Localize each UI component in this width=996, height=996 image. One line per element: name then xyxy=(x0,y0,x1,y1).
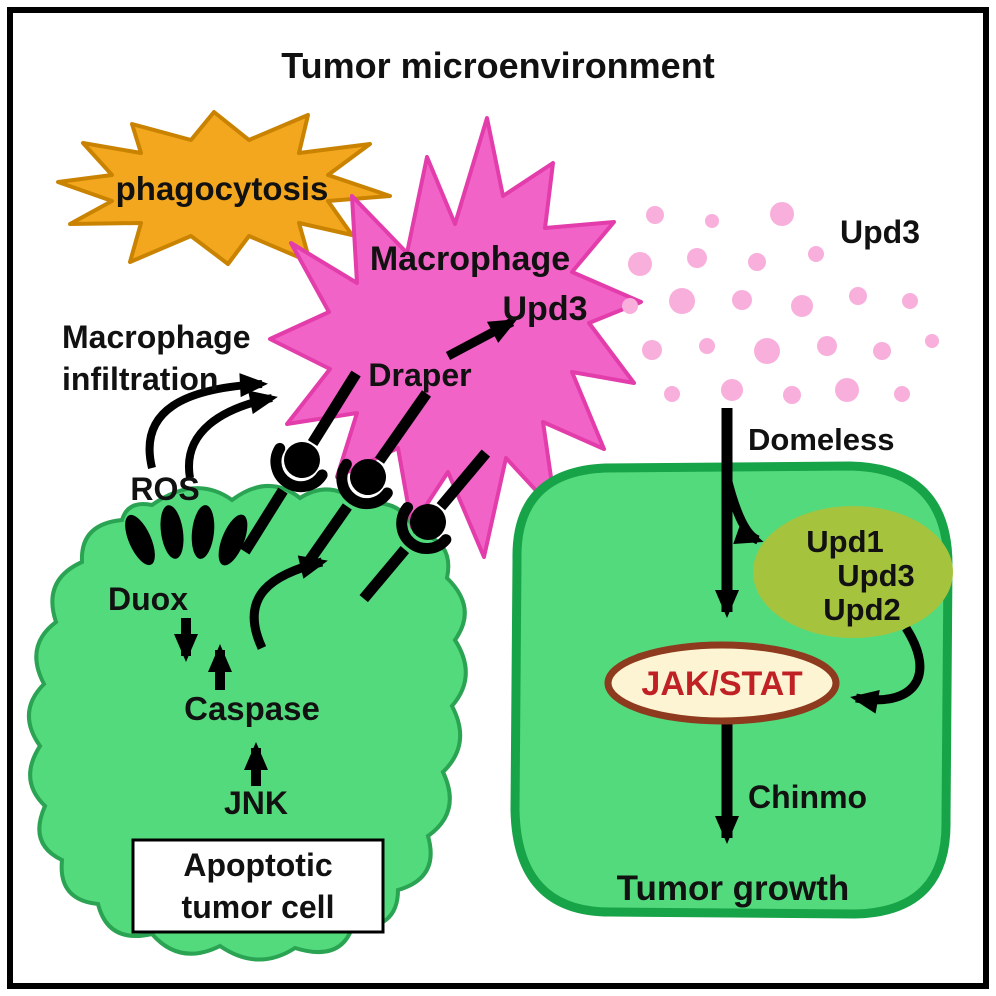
draper-label: Draper xyxy=(368,357,471,393)
phagocytosis-label: phagocytosis xyxy=(116,170,329,207)
apoptotic-label-line1: Apoptotic xyxy=(183,847,332,883)
diagram-title: Tumor microenvironment xyxy=(281,45,714,86)
infiltration-label-line2: infiltration xyxy=(62,361,218,397)
caspase-to-receptor-arrow xyxy=(249,555,328,650)
secreted-upd3-label: Upd3 xyxy=(840,214,920,250)
domeless-label: Domeless xyxy=(748,422,894,457)
ros-label: ROS xyxy=(130,471,199,507)
upd-to-jakstat-arrow xyxy=(850,625,925,714)
chinmo-label: Chinmo xyxy=(748,779,867,815)
tumor-growth-label: Tumor growth xyxy=(617,869,850,908)
upd-ligands-oval xyxy=(753,506,953,638)
macrophage-label: Macrophage xyxy=(370,240,570,278)
infiltration-label-line1: Macrophage xyxy=(62,319,250,355)
infiltration-arrow-2 xyxy=(184,390,278,479)
jnk-label: JNK xyxy=(224,785,288,821)
arrows xyxy=(145,318,925,844)
apoptotic-cell-box xyxy=(131,838,385,934)
macrophage-upd3-label: Upd3 xyxy=(503,290,588,328)
caspase-label: Caspase xyxy=(184,690,320,727)
upd2-label: Upd2 xyxy=(823,592,901,627)
upd3-label: Upd3 xyxy=(837,558,915,593)
draper-to-upd3-arrow xyxy=(445,318,518,360)
draper-receptor-icon xyxy=(359,449,491,603)
upd1-label: Upd1 xyxy=(806,524,884,559)
jak-stat-oval xyxy=(604,641,840,725)
apoptotic-label-line2: tumor cell xyxy=(182,889,335,925)
infiltration-arrow-1 xyxy=(145,373,268,469)
domeless-to-upd-arrow xyxy=(722,476,764,545)
macrophage-shape xyxy=(268,116,643,559)
jak-stat-label: JAK/STAT xyxy=(641,665,802,703)
upd3-secreted-dots xyxy=(622,202,939,404)
ros-molecules-icon xyxy=(125,505,248,566)
draper-receptor-icon xyxy=(240,370,361,555)
duox-label: Duox xyxy=(108,581,188,617)
